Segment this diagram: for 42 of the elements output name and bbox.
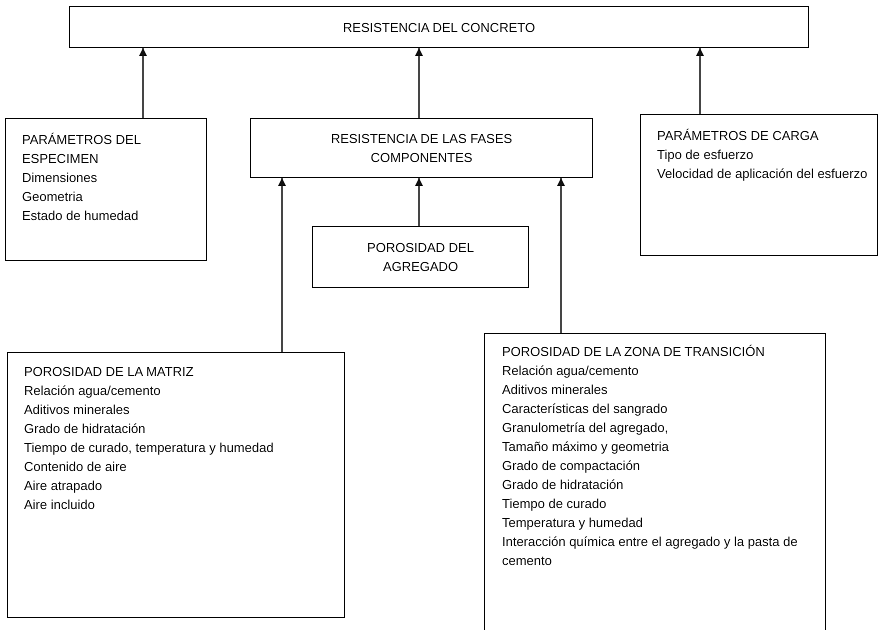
- arrow: [696, 48, 704, 114]
- arrow: [415, 48, 423, 118]
- list-item: Características del sangrado: [502, 400, 668, 418]
- list-item: Relación agua/cemento: [24, 382, 162, 400]
- factor-box: [5, 118, 207, 261]
- factor-box: [7, 352, 345, 618]
- list-item: Estado de humedad: [22, 207, 140, 225]
- arrow: [139, 48, 147, 118]
- list-item: Contenido de aire: [24, 458, 128, 476]
- list-item: Velocidad de aplicación del esfuerzo: [657, 165, 868, 183]
- factor-box: [484, 333, 826, 630]
- list-item: Interacción química entre el agregado y la pasta de cemento: [502, 533, 799, 570]
- list-item: Grado de compactación: [502, 457, 642, 475]
- list-item: Aditivos minerales: [502, 381, 608, 399]
- box-heading: PARÁMETROS DEL ESPECIMEN: [22, 131, 142, 168]
- box-label: RESISTENCIA DEL CONCRETO: [342, 18, 536, 36]
- list-item: Tiempo de curado, temperatura y humedad: [24, 439, 275, 457]
- box-heading: PARÁMETROS DE CARGA: [657, 127, 820, 145]
- list-item: Aire atrapado: [24, 477, 104, 495]
- factor-box: [312, 226, 529, 288]
- list-item: Granulometría del agregado,: [502, 419, 670, 437]
- list-item: Geometria: [22, 188, 84, 206]
- list-item: Aire incluido: [24, 496, 96, 514]
- list-item: Dimensiones: [22, 169, 98, 187]
- list-item: Aditivos minerales: [24, 401, 130, 419]
- process-box: [250, 118, 593, 178]
- arrow: [557, 178, 565, 333]
- list-item: Grado de hidratación: [24, 420, 146, 438]
- box-heading: POROSIDAD DE LA ZONA DE TRANSICIÓN: [502, 343, 766, 361]
- arrow: [415, 178, 423, 226]
- result-box: [69, 6, 809, 48]
- list-item: Tamaño máximo y geometria: [502, 438, 670, 456]
- box-label: POROSIDAD DEL AGREGADO: [366, 239, 475, 276]
- list-item: Temperatura y humedad: [502, 514, 644, 532]
- box-heading: POROSIDAD DE LA MATRIZ: [24, 363, 195, 381]
- list-item: Relación agua/cemento: [502, 362, 640, 380]
- arrow: [278, 178, 286, 352]
- list-item: Grado de hidratación: [502, 476, 624, 494]
- factor-box: [640, 114, 878, 256]
- box-label: RESISTENCIA DE LAS FASES COMPONENTES: [330, 130, 514, 167]
- list-item: Tiempo de curado: [502, 495, 608, 513]
- list-item: Tipo de esfuerzo: [657, 146, 754, 164]
